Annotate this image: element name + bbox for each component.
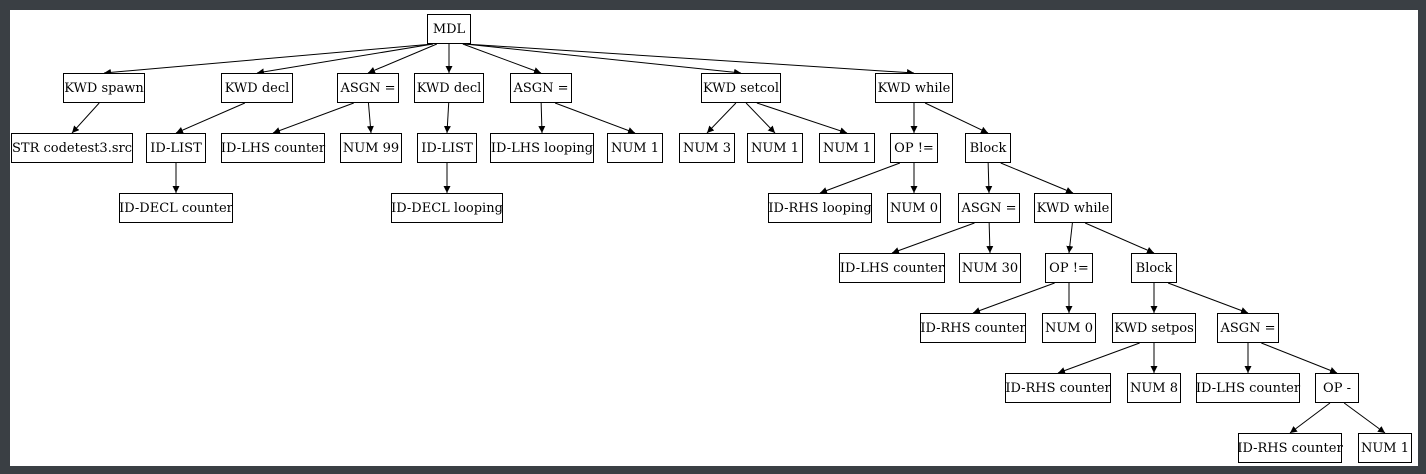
tree-node-kwd-while-1: KWD while xyxy=(875,73,953,103)
tree-node-str-src: STR codetest3.src xyxy=(11,133,133,163)
tree-node-kwd-spawn: KWD spawn xyxy=(63,73,145,103)
tree-node-asgn-4: ASGN = xyxy=(1217,313,1279,343)
tree-node-op-neq-2: OP != xyxy=(1045,253,1093,283)
tree-node-id-lhs-counter-1: ID-LHS counter xyxy=(221,133,325,163)
tree-node-asgn-2: ASGN = xyxy=(510,73,572,103)
tree-node-mdl: MDL xyxy=(427,14,471,44)
tree-node-id-rhs-counter-3: ID-RHS counter xyxy=(1237,433,1343,463)
tree-node-num-1-d: NUM 1 xyxy=(1358,433,1412,463)
tree-node-kwd-decl-2: KWD decl xyxy=(414,73,484,103)
tree-node-num-99: NUM 99 xyxy=(340,133,402,163)
tree-node-op-minus: OP - xyxy=(1315,373,1359,403)
tree-node-num-1-a: NUM 1 xyxy=(607,133,663,163)
tree-node-asgn-1: ASGN = xyxy=(337,73,399,103)
tree-node-num-1-b: NUM 1 xyxy=(747,133,803,163)
tree-node-block-2: Block xyxy=(1131,253,1177,283)
tree-node-id-lhs-counter-2: ID-LHS counter xyxy=(839,253,945,283)
tree-node-id-lhs-counter-3: ID-LHS counter xyxy=(1196,373,1300,403)
tree-node-num-0-b: NUM 0 xyxy=(1042,313,1096,343)
tree-node-kwd-setpos: KWD setpos xyxy=(1112,313,1196,343)
tree-node-kwd-while-2: KWD while xyxy=(1034,193,1112,223)
tree-node-id-list-2: ID-LIST xyxy=(417,133,477,163)
tree-node-asgn-3: ASGN = xyxy=(958,193,1020,223)
tree-node-num-1-c: NUM 1 xyxy=(819,133,875,163)
tree-node-block-1: Block xyxy=(965,133,1011,163)
tree-node-op-neq-1: OP != xyxy=(890,133,938,163)
tree-node-kwd-setcol: KWD setcol xyxy=(701,73,781,103)
tree-node-id-rhs-counter-2: ID-RHS counter xyxy=(1005,373,1111,403)
tree-node-id-decl-looping: ID-DECL looping xyxy=(391,193,503,223)
tree-node-id-lhs-looping: ID-LHS looping xyxy=(490,133,594,163)
tree-node-num-3: NUM 3 xyxy=(679,133,735,163)
tree-node-id-rhs-counter-1: ID-RHS counter xyxy=(920,313,1026,343)
tree-node-id-rhs-looping: ID-RHS looping xyxy=(768,193,872,223)
tree-node-num-8: NUM 8 xyxy=(1127,373,1181,403)
tree-node-id-list-1: ID-LIST xyxy=(146,133,206,163)
tree-node-num-0-a: NUM 0 xyxy=(887,193,941,223)
tree-node-kwd-decl-1: KWD decl xyxy=(221,73,293,103)
tree-node-num-30: NUM 30 xyxy=(959,253,1021,283)
tree-node-id-decl-counter: ID-DECL counter xyxy=(119,193,233,223)
